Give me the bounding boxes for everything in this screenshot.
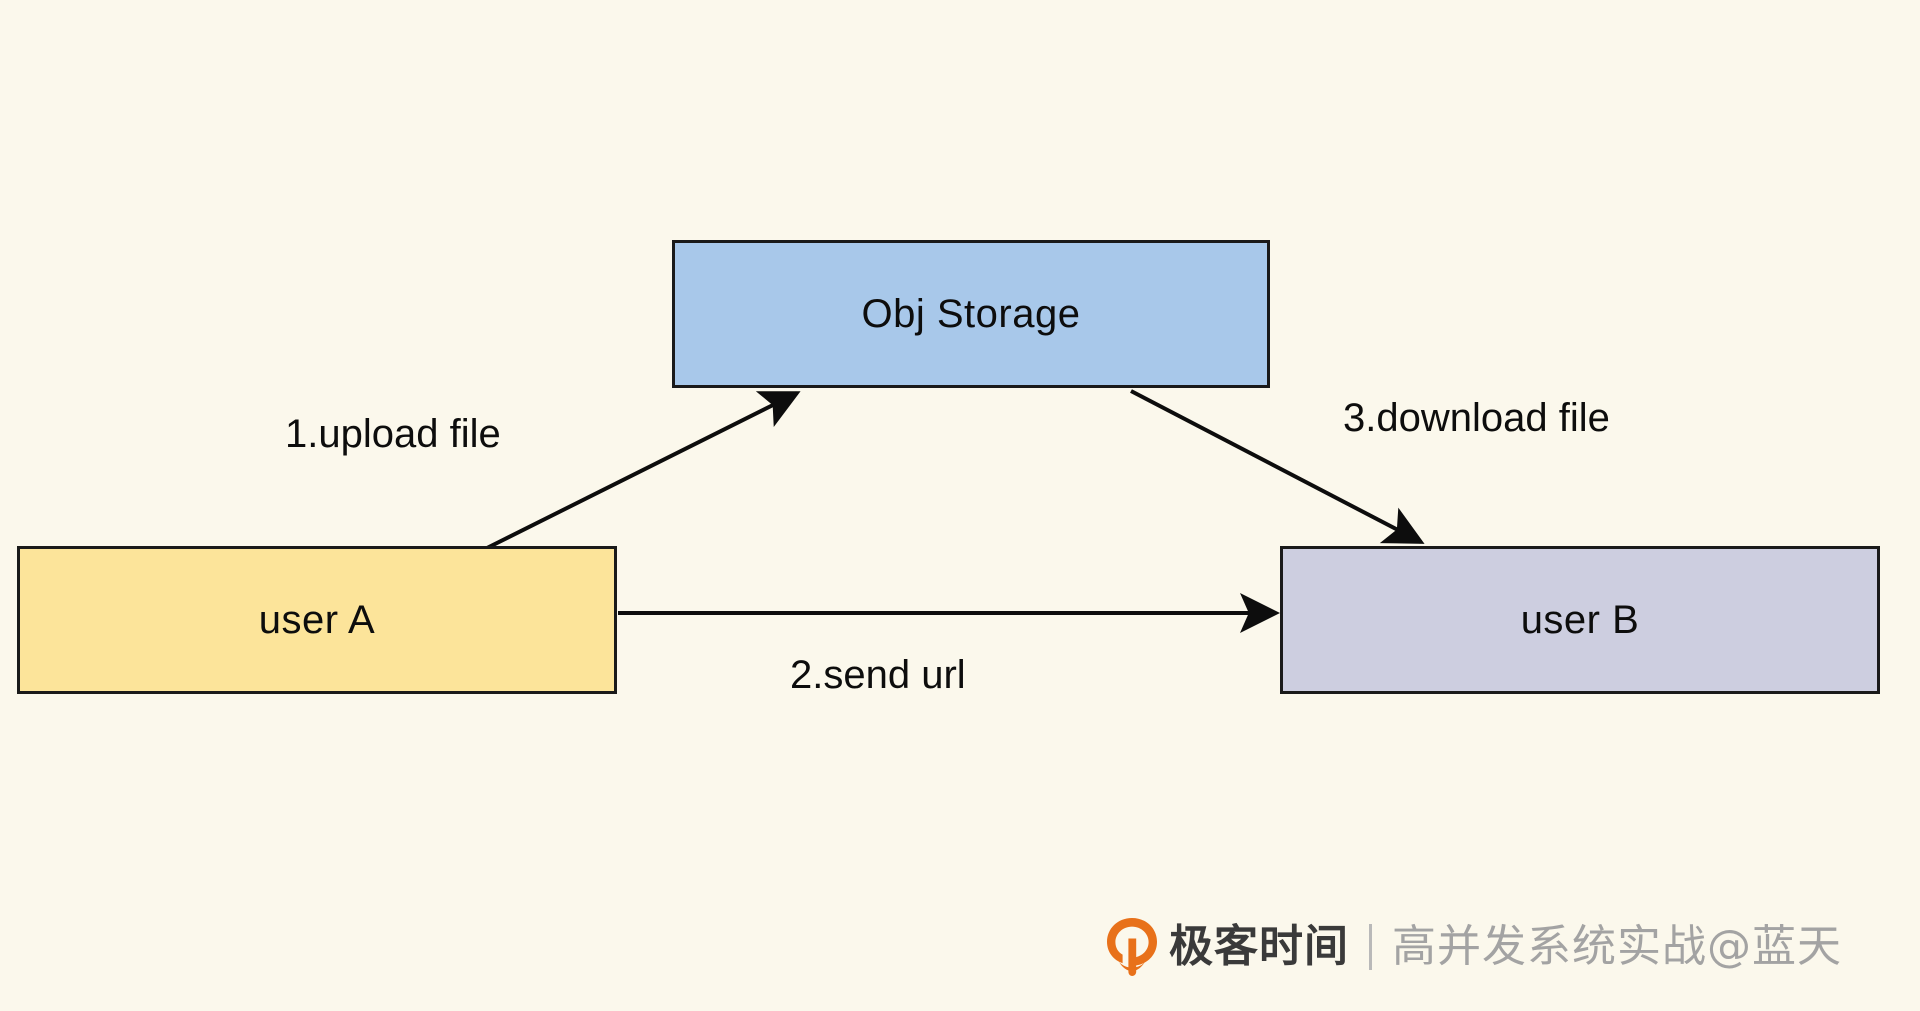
edge-label-download-file: 3.download file	[1343, 396, 1610, 440]
watermark-brand: 极客时间	[1169, 921, 1349, 972]
node-obj-storage-label: Obj Storage	[861, 292, 1081, 336]
watermark-course: 高并发系统实战@蓝天	[1392, 921, 1842, 972]
node-user-a[interactable]: user A	[17, 546, 617, 694]
node-user-b-label: user B	[1520, 598, 1640, 642]
node-user-b[interactable]: user B	[1280, 546, 1880, 694]
edge-label-send-url: 2.send url	[790, 653, 966, 697]
node-obj-storage[interactable]: Obj Storage	[672, 240, 1270, 388]
watermark-divider	[1369, 924, 1372, 970]
edge-label-upload-file: 1.upload file	[285, 412, 501, 456]
node-user-a-label: user A	[258, 598, 376, 642]
geekbang-logo-icon	[1107, 918, 1157, 976]
edge-upload-file	[486, 391, 801, 550]
watermark: 极客时间 高并发系统实战@蓝天	[1105, 912, 1842, 982]
